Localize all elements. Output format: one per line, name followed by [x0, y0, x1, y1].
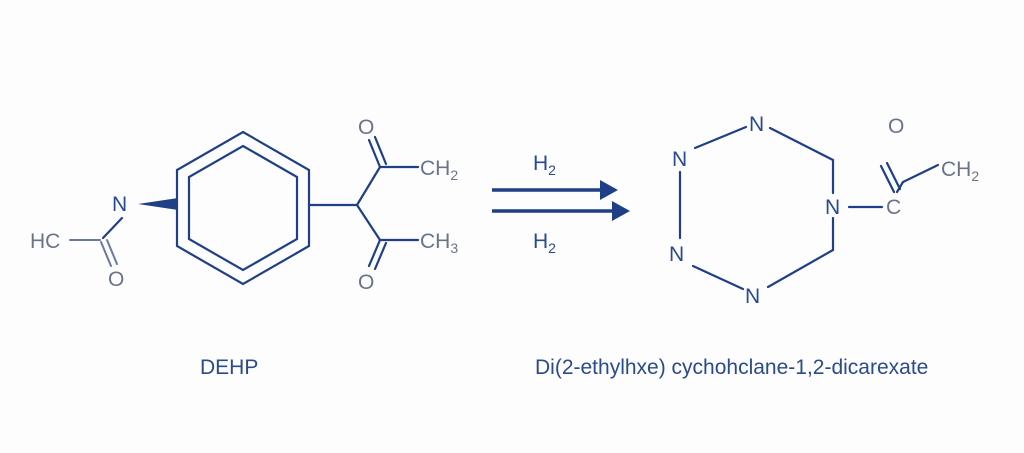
arrow-top-head [600, 180, 618, 200]
atom-c-acyl: C [886, 196, 901, 219]
atom-n-upper-left: N [672, 148, 687, 171]
atom-o-top: O [358, 116, 374, 139]
bond-lower-co-2 [373, 241, 388, 271]
reagent-bottom-sub: 2 [548, 240, 556, 256]
reagent-top-main: H [533, 152, 548, 175]
bond-nul-ntop [693, 125, 748, 150]
atom-hc: HC [30, 230, 60, 253]
reaction-arrows: H2 H2 [492, 152, 630, 256]
atom-n-lower-left: N [669, 243, 684, 266]
bond-ch-lower [355, 203, 382, 242]
bond-cacyl-o-1 [879, 164, 896, 194]
bond-ch-upper [355, 165, 382, 207]
bond-upper-co-1 [367, 138, 382, 169]
reagent-bottom-main: H [533, 230, 548, 253]
bond-c-ch2-link [895, 180, 905, 194]
ch3-main: CH [420, 230, 450, 253]
ch3-sub: 3 [450, 240, 458, 256]
bond-upper-co-2 [373, 135, 388, 166]
ch2-main: CH [420, 157, 450, 180]
benzene-ring [175, 130, 311, 286]
product-ch2-sub: 2 [971, 168, 979, 184]
wedge-bond [138, 198, 178, 210]
reagent-top: H2 [533, 152, 556, 178]
atom-o-amide: O [108, 268, 124, 291]
bond-cacyl-ch2 [901, 163, 940, 184]
bond-amide-co-1 [100, 241, 112, 267]
benzene-inner-ring [187, 144, 299, 272]
atom-ch3: CH3 [420, 230, 458, 256]
ch2-sub: 2 [450, 167, 458, 183]
atom-n-bottom: N [745, 285, 760, 308]
atom-n-top: N [749, 113, 764, 136]
bond-ntop-c [768, 126, 835, 162]
bond-nbottom-nll [691, 264, 745, 291]
product-caption: Di(2-ethylhxe) cychohclane-1,2-dicarexat… [535, 356, 928, 379]
bond-c-nbottom [766, 248, 835, 289]
atom-n-amide: N [112, 193, 127, 216]
atom-n-right: N [825, 196, 840, 219]
reagent-top-sub: 2 [548, 162, 556, 178]
atom-ch2: CH2 [420, 157, 458, 183]
arrow-bottom-head [612, 201, 630, 221]
bond-cacyl-o-2 [885, 161, 902, 191]
reactant-structure: N HC O O CH2 CH3 O [30, 116, 458, 294]
atom-o-acyl: O [888, 115, 904, 138]
atom-o-bottom: O [358, 271, 374, 294]
bond-amide-co-2 [106, 239, 118, 265]
reactant-caption: DEHP [200, 356, 258, 379]
bond-lower-co-1 [367, 238, 382, 268]
product-ch2-main: CH [941, 158, 971, 181]
product-structure: N N N N N C O CH2 [669, 113, 979, 308]
atom-ch2-product: CH2 [941, 158, 979, 184]
bond-n-amide-c [101, 216, 124, 240]
reagent-bottom: H2 [533, 230, 556, 256]
